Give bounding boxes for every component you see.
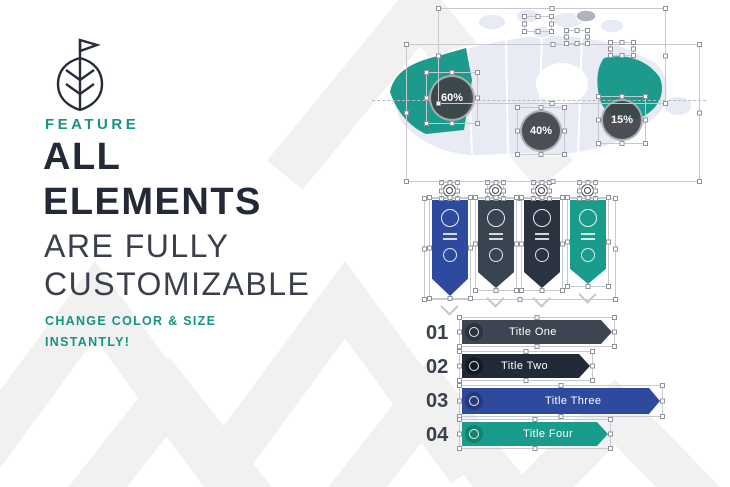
list-badge-icon xyxy=(465,425,483,443)
eyebrow-label: FEATURE xyxy=(45,116,140,133)
selection-handle[interactable] xyxy=(560,195,565,200)
list-number: 03 xyxy=(426,390,449,412)
selection-handle[interactable] xyxy=(468,296,473,301)
stat-value: 40% xyxy=(529,125,553,137)
list-badge-icon xyxy=(465,357,483,375)
selection-handle[interactable] xyxy=(519,241,524,247)
headline-line1: ALL xyxy=(43,136,122,178)
stat-circle-shape: 60% xyxy=(429,75,475,121)
banner-group xyxy=(422,180,618,316)
selection-handle[interactable] xyxy=(468,245,473,251)
selection-handle[interactable] xyxy=(565,195,570,200)
banner-inner-icon xyxy=(579,209,597,227)
list-number: 01 xyxy=(426,322,449,344)
selection-handle[interactable] xyxy=(455,188,460,193)
selection-handle[interactable] xyxy=(468,195,473,200)
selection-handle[interactable] xyxy=(514,195,519,200)
banner-inner-icon xyxy=(581,248,595,262)
banner-inner-icon xyxy=(487,209,505,227)
selection-handle[interactable] xyxy=(577,188,582,193)
selection-handle[interactable] xyxy=(547,188,552,193)
selection-handle[interactable] xyxy=(517,196,523,201)
map-stat-circle-15[interactable]: 15% xyxy=(596,94,648,146)
selection-handle[interactable] xyxy=(485,188,490,193)
canada-map-graphic[interactable] xyxy=(372,6,706,198)
banner-inner-icon xyxy=(535,248,549,262)
guide-line xyxy=(372,100,706,101)
selection-handle[interactable] xyxy=(501,188,506,193)
banner-top-badge-icon[interactable] xyxy=(485,180,506,201)
list-badge-icon xyxy=(465,323,483,341)
selection-handle[interactable] xyxy=(439,188,444,193)
list-title: Title Two xyxy=(501,360,549,372)
selection-handle[interactable] xyxy=(519,195,524,200)
selection-handle[interactable] xyxy=(473,195,478,200)
title-banner[interactable]: Title Two xyxy=(457,349,595,383)
subheadline-line1: ARE FULLY xyxy=(44,228,230,264)
stat-value: 15% xyxy=(610,114,634,126)
stat-circle-shape: 15% xyxy=(601,99,643,141)
brand-logo-icon xyxy=(56,38,104,112)
pennant-banner-slate[interactable] xyxy=(473,195,519,293)
banner-top-badge-icon[interactable] xyxy=(531,180,552,201)
banner-inner-icon xyxy=(489,248,503,262)
selection-handle[interactable] xyxy=(560,288,565,293)
pennant-banner-dark[interactable] xyxy=(519,195,565,293)
selection-handle[interactable] xyxy=(473,241,478,247)
selection-handle[interactable] xyxy=(514,288,519,293)
chevron-down-icon xyxy=(486,289,505,308)
selection-handle[interactable] xyxy=(606,195,611,200)
title-banner[interactable]: Title Three xyxy=(457,383,665,419)
subheadline-line2: CUSTOMIZABLE xyxy=(44,266,311,302)
banner-inner-icon xyxy=(443,248,457,262)
map-stat-circle-40[interactable]: 40% xyxy=(515,105,567,157)
title-banner[interactable]: Title One xyxy=(457,315,617,349)
banner-top-badge-icon[interactable] xyxy=(439,180,460,201)
title-banner[interactable]: Title Four xyxy=(457,417,613,451)
tagline-line2: INSTANTLY! xyxy=(45,335,131,349)
list-title: Title Three xyxy=(545,395,602,407)
selection-handle[interactable] xyxy=(519,288,524,293)
selection-handle[interactable] xyxy=(514,241,519,247)
headline-line2: ELEMENTS xyxy=(43,181,262,223)
selection-handle[interactable] xyxy=(593,188,598,193)
selection-handle[interactable] xyxy=(565,239,570,245)
selection-handle[interactable] xyxy=(427,245,432,251)
list-number: 04 xyxy=(426,424,449,446)
selection-handle[interactable] xyxy=(606,239,611,245)
stat-circle-shape: 40% xyxy=(520,110,562,152)
banner-inner-icon xyxy=(441,209,459,227)
list-title: Title Four xyxy=(523,428,574,440)
selection-handle[interactable] xyxy=(517,297,523,302)
stat-value: 60% xyxy=(440,92,464,104)
list-number: 02 xyxy=(426,356,449,378)
pennant-banner-blue[interactable] xyxy=(427,195,473,301)
list-badge-icon xyxy=(465,392,483,410)
tagline-line1: CHANGE COLOR & SIZE xyxy=(45,314,217,328)
chevron-down-icon xyxy=(578,285,597,304)
selection-handle[interactable] xyxy=(427,195,432,200)
banner-top-badge-icon[interactable] xyxy=(577,180,598,201)
chevron-down-icon xyxy=(440,297,459,316)
map-stat-circle-60[interactable]: 60% xyxy=(424,70,480,126)
selection-handle[interactable] xyxy=(473,288,478,293)
chevron-down-icon xyxy=(532,289,551,308)
banner-inner-icon xyxy=(533,209,551,227)
selection-handle[interactable] xyxy=(606,284,611,289)
list-title: Title One xyxy=(509,326,557,338)
selection-handle[interactable] xyxy=(531,188,536,193)
selection-handle[interactable] xyxy=(427,296,432,301)
selection-handle[interactable] xyxy=(565,284,570,289)
pennant-banner-teal[interactable] xyxy=(565,195,611,289)
map-shape xyxy=(388,8,693,158)
selection-handle[interactable] xyxy=(560,241,565,247)
